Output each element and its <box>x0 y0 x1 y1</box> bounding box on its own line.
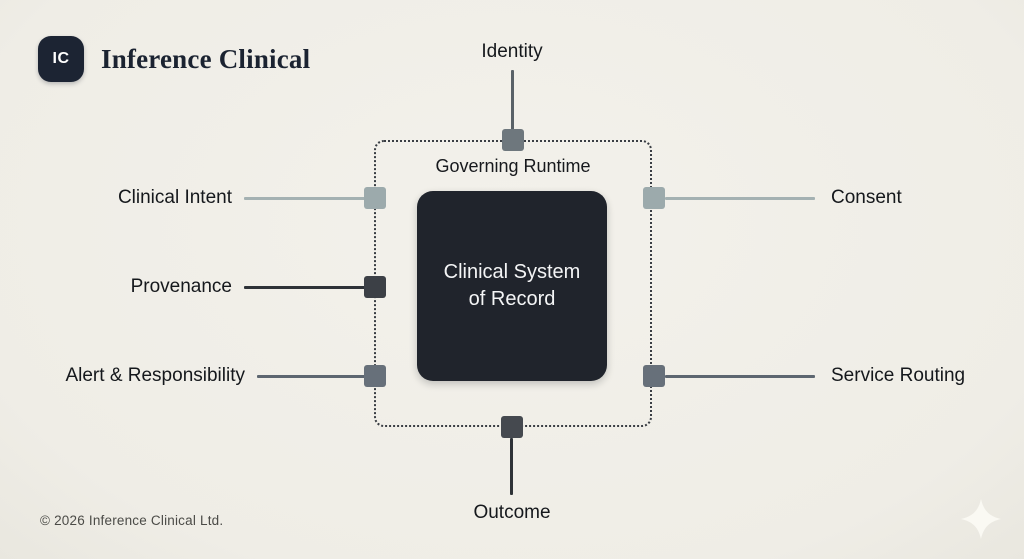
connector-line-provenance <box>244 286 366 289</box>
port-label-provenance: Provenance <box>130 276 232 297</box>
port-label-outcome: Outcome <box>473 502 551 523</box>
connector-line-clinical-intent <box>244 197 366 200</box>
clinical-system-of-record-box: Clinical System of Record <box>417 191 607 381</box>
footer-copyright: © 2026 Inference Clinical Ltd. <box>40 513 224 528</box>
port-node-clinical-intent <box>364 187 386 209</box>
port-node-identity <box>502 129 524 151</box>
clinical-system-of-record-label: Clinical System of Record <box>443 261 581 310</box>
connector-line-consent <box>665 197 815 200</box>
port-label-consent: Consent <box>831 187 902 208</box>
brand-name: Inference Clinical <box>101 43 311 74</box>
brand-header: IC Inference Clinical <box>38 36 310 82</box>
brand-logo: IC <box>38 36 84 82</box>
port-node-outcome <box>501 416 523 438</box>
connector-line-service-routing <box>665 375 815 378</box>
port-label-clinical-intent: Clinical Intent <box>117 187 232 208</box>
port-node-provenance <box>364 276 386 298</box>
port-node-service-routing <box>643 365 665 387</box>
port-label-service-routing: Service Routing <box>831 365 966 386</box>
port-node-alert-responsibility <box>364 365 386 387</box>
sparkle-icon <box>961 499 1001 539</box>
connector-line-outcome <box>510 438 513 495</box>
port-label-identity: Identity <box>481 41 543 62</box>
port-label-alert-responsibility: Alert & Responsibility <box>65 365 245 386</box>
port-node-consent <box>643 187 665 209</box>
connector-line-identity <box>511 70 514 130</box>
brand-logo-initials: IC <box>52 50 70 67</box>
connector-line-alert-responsibility <box>257 375 366 378</box>
governing-runtime-label: Governing Runtime <box>435 156 591 176</box>
